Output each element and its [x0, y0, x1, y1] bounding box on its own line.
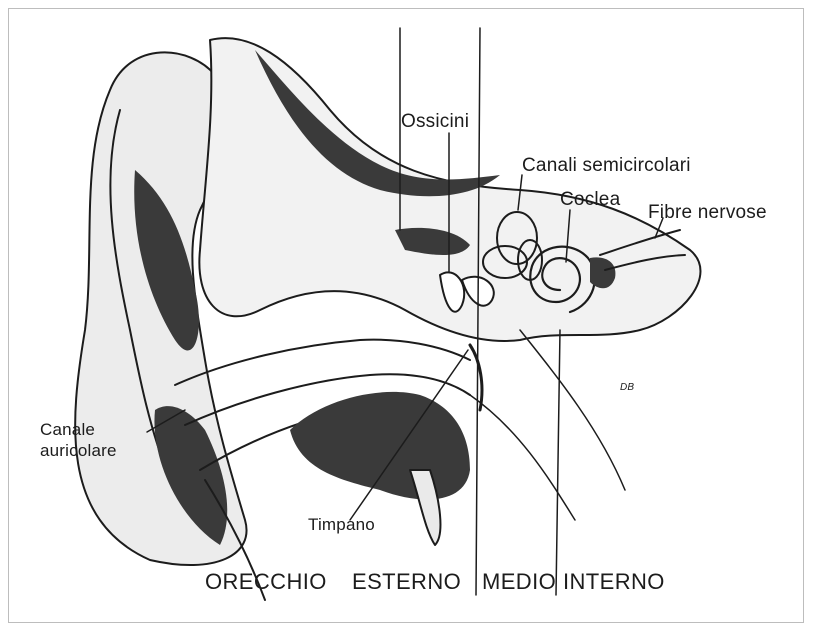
- label-canali-semicircolari: Canali semicircolari: [522, 156, 691, 176]
- label-canale: Canale: [40, 420, 95, 440]
- section-interno: INTERNO: [563, 572, 665, 592]
- label-ossicini: Ossicini: [401, 112, 469, 132]
- lower-tissue: [290, 392, 470, 500]
- section-esterno: ESTERNO: [352, 572, 461, 592]
- divider-line-5: [520, 330, 625, 490]
- divider-line-3: [556, 330, 560, 595]
- section-orecchio: ORECCHIO: [205, 572, 327, 592]
- label-coclea: Coclea: [560, 190, 620, 210]
- label-fibre-nervose: Fibre nervose: [648, 203, 767, 223]
- section-medio: MEDIO: [482, 572, 556, 592]
- label-timpano: Timpano: [308, 515, 375, 535]
- signature: DB: [620, 378, 634, 398]
- label-auricolare: auricolare: [40, 441, 117, 461]
